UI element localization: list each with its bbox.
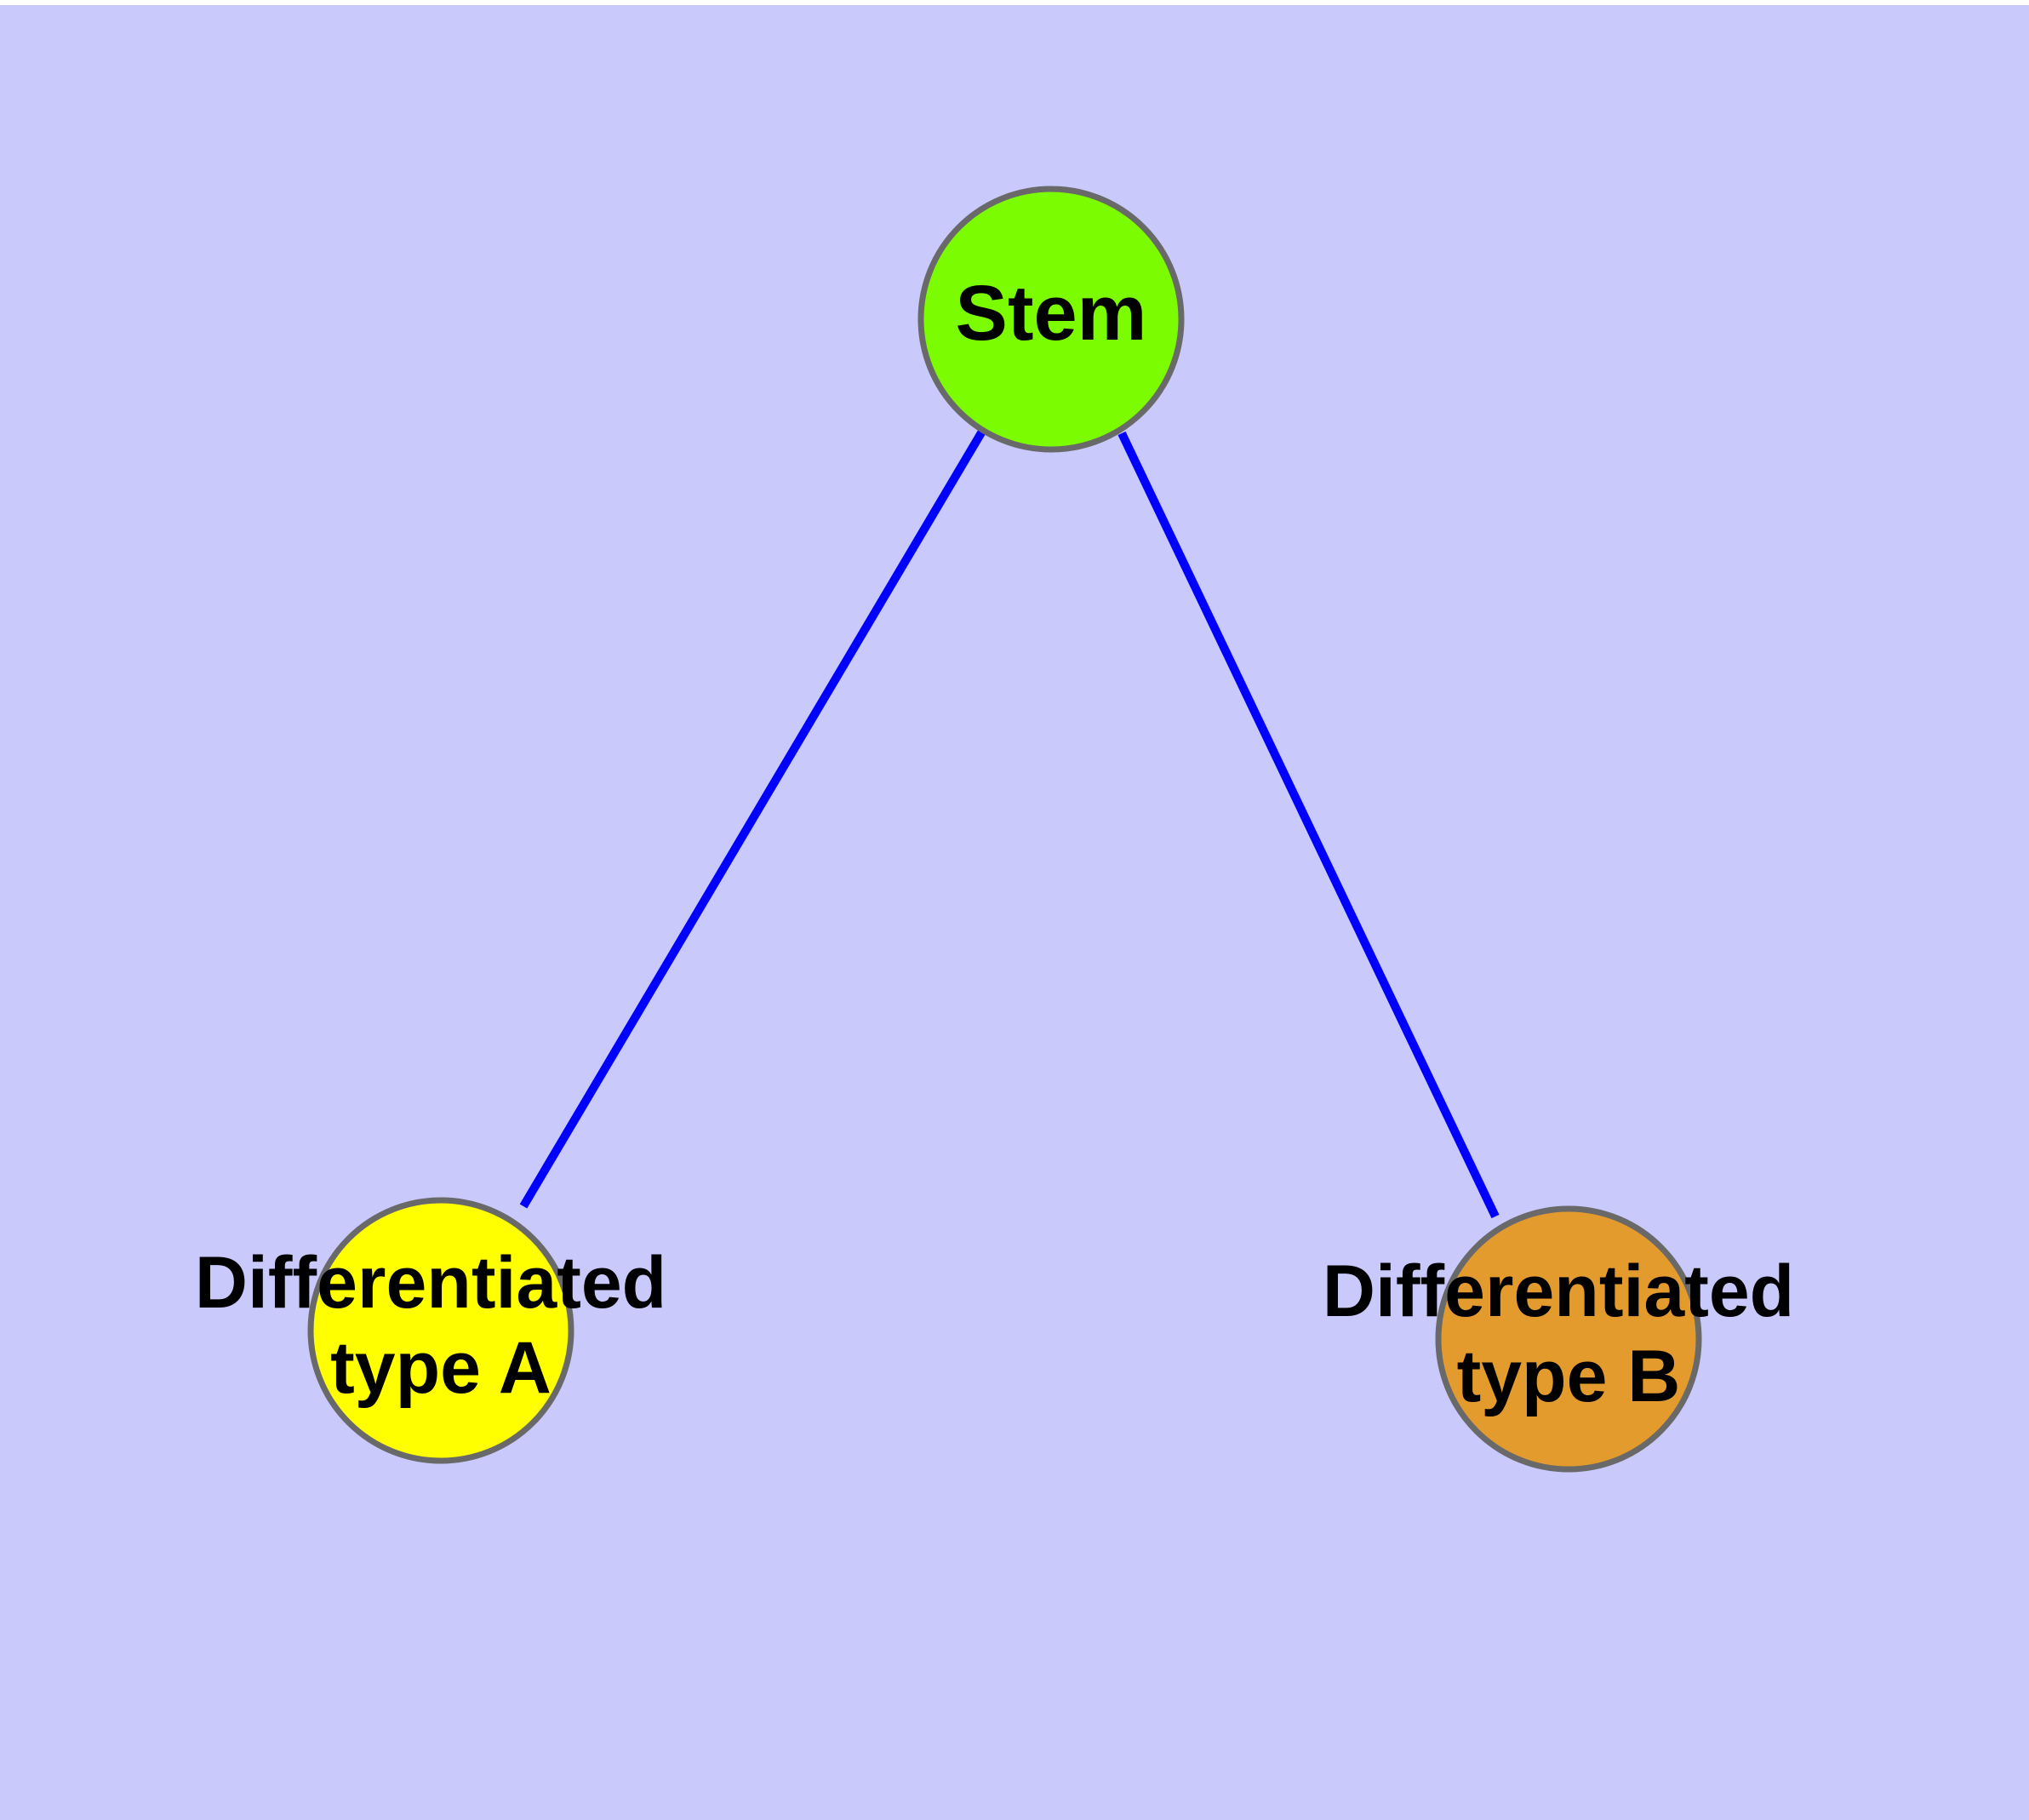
node-differentiated-type-a-circle[interactable] <box>307 1197 574 1464</box>
edge-stem-to-differentiated-type-b[interactable] <box>1117 431 1500 1219</box>
node-differentiated-type-a-label-line-2: type A <box>330 1327 552 1409</box>
node-stem[interactable]: Stem <box>917 186 1185 453</box>
edges-group <box>519 427 1500 1219</box>
node-differentiated-type-b-label: Differentiated type B <box>1323 1251 1815 1417</box>
node-stem-circle[interactable] <box>917 186 1185 453</box>
nodes-group: Stem Differentiated type A Differentiate… <box>195 186 1815 1473</box>
node-differentiated-type-b-circle[interactable] <box>1435 1205 1702 1473</box>
node-differentiated-type-a[interactable]: Differentiated type A <box>195 1197 687 1464</box>
edge-stem-to-differentiated-type-a[interactable] <box>519 427 987 1209</box>
node-stem-label-line-1: Stem <box>956 270 1147 357</box>
node-differentiated-type-b-label-line-1: Differentiated <box>1323 1251 1794 1332</box>
node-differentiated-type-b[interactable]: Differentiated type B <box>1323 1205 1815 1473</box>
node-differentiated-type-a-label: Differentiated type A <box>195 1242 687 1409</box>
node-stem-label: Stem <box>956 270 1147 357</box>
node-differentiated-type-a-label-line-1: Differentiated <box>195 1242 666 1324</box>
node-differentiated-type-b-label-line-2: type B <box>1457 1336 1681 1417</box>
